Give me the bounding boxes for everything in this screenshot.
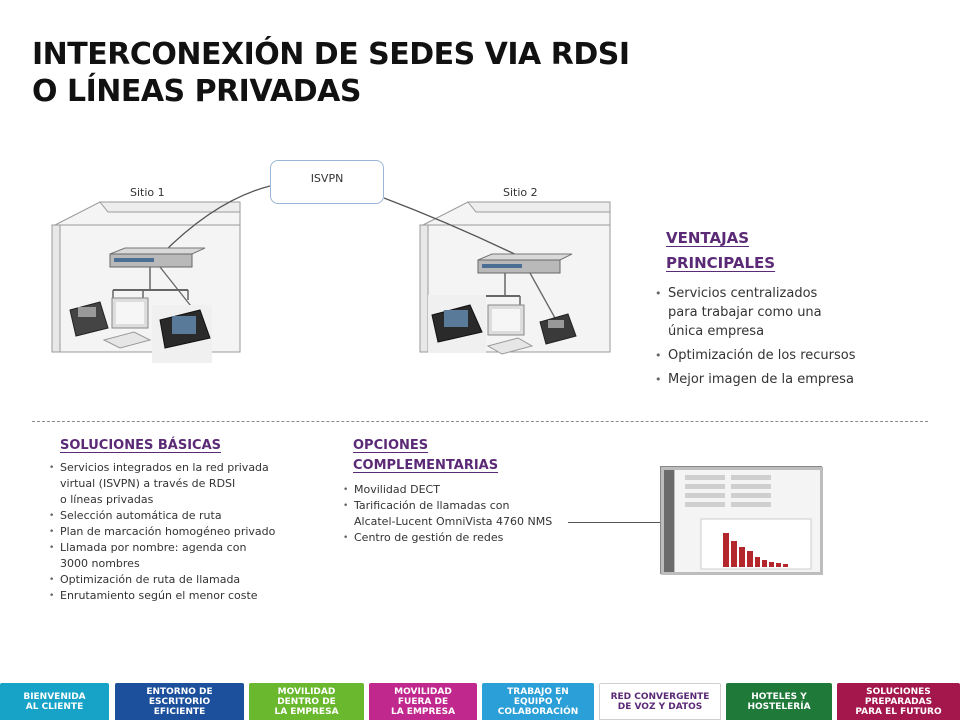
opciones-item: Movilidad DECT — [340, 482, 580, 498]
ventajas-heading-line2: PRINCIPALES — [666, 254, 776, 272]
opciones-heading: OPCIONES COMPLEMENTARIAS — [340, 436, 540, 476]
basicas-item: Enrutamiento según el menor coste — [46, 588, 306, 604]
opciones-list: Movilidad DECT Tarificación de llamadas … — [340, 482, 580, 546]
site1-devices — [69, 297, 212, 363]
link-site2 — [383, 197, 528, 261]
ventajas-list: Servicios centralizados para trabajar co… — [650, 284, 910, 389]
nav-tab-hoteles[interactable]: HOTELES Y HOSTELERÍA — [726, 683, 832, 720]
slide-title-line1: INTERCONEXIÓN DE SEDES VIA RDSI — [32, 37, 630, 72]
soluciones-basicas-section: SOLUCIONES BÁSICAS Servicios integrados … — [46, 436, 306, 604]
site2-devices — [428, 295, 577, 355]
ventajas-item: Mejor imagen de la empresa — [650, 370, 870, 389]
ventajas-section: VENTAJAS PRINCIPALES Servicios centraliz… — [650, 226, 910, 394]
ventajas-heading: VENTAJAS PRINCIPALES — [650, 226, 910, 276]
nav-tab-movilidad-dentro[interactable]: MOVILIDAD DENTRO DE LA EMPRESA — [249, 683, 364, 720]
section-nav-bar: BIENVENIDA AL CLIENTE ENTORNO DE ESCRITO… — [0, 683, 960, 720]
opciones-item: Centro de gestión de redes — [340, 530, 580, 546]
ventajas-heading-line1: VENTAJAS — [666, 229, 750, 247]
network-diagram: Sitio 1 Sitio 2 ISVPN — [0, 150, 640, 390]
basicas-item: Llamada por nombre: agenda con 3000 nomb… — [46, 540, 306, 572]
nav-tab-bienvenida[interactable]: BIENVENIDA AL CLIENTE — [0, 683, 109, 720]
opciones-heading-line2: COMPLEMENTARIAS — [353, 458, 499, 473]
link-site1 — [159, 185, 271, 257]
basicas-heading: SOLUCIONES BÁSICAS — [60, 438, 222, 453]
opciones-heading-line1: OPCIONES — [353, 438, 429, 453]
basicas-item: Plan de marcación homogéneo privado — [46, 524, 306, 540]
ventajas-item: Optimización de los recursos — [650, 346, 870, 365]
site2-switch — [449, 253, 573, 319]
omnivista-screenshot-graphic — [661, 467, 823, 575]
network-diagram-graphic — [51, 185, 611, 363]
ventajas-item: Servicios centralizados para trabajar co… — [650, 284, 865, 341]
opciones-section: OPCIONES COMPLEMENTARIAS Movilidad DECT … — [340, 436, 580, 546]
basicas-list: Servicios integrados en la red privada v… — [46, 460, 306, 604]
nav-tab-trabajo-equipo[interactable]: TRABAJO EN EQUIPO Y COLABORACIÓN — [482, 683, 594, 720]
slide-title-line2: O LÍNEAS PRIVADAS — [32, 74, 361, 109]
nav-tab-movilidad-fuera[interactable]: MOVILIDAD FUERA DE LA EMPRESA — [369, 683, 477, 720]
basicas-item: Selección automática de ruta — [46, 508, 306, 524]
screenshot-connector-line — [568, 522, 660, 523]
opciones-item: Tarificación de llamadas con Alcatel-Luc… — [340, 498, 580, 530]
basicas-item: Servicios integrados en la red privada v… — [46, 460, 306, 508]
site2-label: Sitio 2 — [503, 186, 538, 199]
section-divider — [32, 421, 928, 422]
omnivista-screenshot-image — [660, 466, 823, 575]
slide-title: INTERCONEXIÓN DE SEDES VIA RDSI O LÍNEAS… — [32, 36, 732, 110]
basicas-item: Optimización de ruta de llamada — [46, 572, 306, 588]
site1-label: Sitio 1 — [130, 186, 165, 199]
nav-tab-red-convergente[interactable]: RED CONVERGENTE DE VOZ Y DATOS — [599, 683, 721, 720]
nav-tab-entorno-escritorio[interactable]: ENTORNO DE ESCRITORIO EFICIENTE — [115, 683, 244, 720]
isvpn-box: ISVPN — [270, 160, 384, 204]
nav-tab-soluciones-futuro[interactable]: SOLUCIONES PREPARADAS PARA EL FUTURO — [837, 683, 960, 720]
isvpn-label: ISVPN — [310, 172, 344, 185]
